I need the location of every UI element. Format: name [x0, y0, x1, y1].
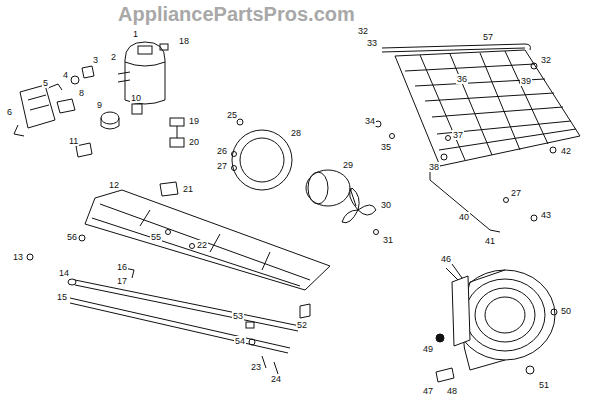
callout-number: 46: [440, 254, 452, 264]
callout-number: 56: [66, 232, 78, 242]
callout-number: 39: [520, 76, 532, 86]
callout-number: 26: [216, 146, 228, 156]
callout-number: 43: [540, 210, 552, 220]
callout-number: 6: [6, 107, 13, 117]
callout-number: 21: [182, 184, 194, 194]
callout-number: 51: [538, 380, 550, 390]
callout-number: 19: [188, 116, 200, 126]
callout-number: 53: [232, 311, 244, 321]
callout-number: 4: [62, 70, 69, 80]
callout-number: 29: [342, 160, 354, 170]
callout-number: 31: [382, 235, 394, 245]
callout-number: 42: [560, 146, 572, 156]
callout-number: 1: [132, 29, 139, 39]
callout-number: 36: [456, 74, 468, 84]
callout-number: 25: [226, 110, 238, 120]
callout-number: 28: [290, 128, 302, 138]
callout-number: 16: [116, 262, 128, 272]
callout-number: 32: [540, 55, 552, 65]
callout-number: 38: [428, 162, 440, 172]
callout-number: 34: [364, 116, 376, 126]
callout-number: 12: [108, 180, 120, 190]
callout-number: 13: [12, 252, 24, 262]
callout-number: 48: [446, 386, 458, 396]
callout-number: 24: [270, 374, 282, 384]
callout-number: 40: [458, 212, 470, 222]
callout-number: 47: [422, 386, 434, 396]
callout-number: 33: [366, 38, 378, 48]
callout-number: 35: [380, 142, 392, 152]
callout-number: 57: [482, 32, 494, 42]
callout-number: 5: [42, 78, 49, 88]
callout-number: 37: [452, 130, 464, 140]
callout-number: 52: [296, 320, 308, 330]
callout-number: 49: [422, 344, 434, 354]
callout-number: 8: [78, 88, 85, 98]
callout-number: 20: [188, 137, 200, 147]
callout-number: 30: [380, 200, 392, 210]
callout-number: 3: [92, 55, 99, 65]
callout-number: 41: [484, 236, 496, 246]
callout-number: 2: [110, 52, 117, 62]
callout-number: 14: [58, 268, 70, 278]
callout-number: 15: [56, 292, 68, 302]
callout-number: 27: [216, 161, 228, 171]
callout-number: 18: [178, 36, 190, 46]
callout-number: 17: [116, 276, 128, 286]
watermark: AppliancePartsPros.com: [118, 3, 355, 25]
callout-number: 50: [560, 306, 572, 316]
callout-number: 22: [196, 240, 208, 250]
callout-number: 11: [68, 136, 79, 146]
callout-number: 32: [357, 26, 369, 36]
callout-number: 54: [234, 336, 246, 346]
callout-number: 27: [510, 188, 522, 198]
callout-number: 10: [130, 93, 142, 103]
callout-number: 9: [96, 100, 103, 110]
callout-number: 23: [250, 362, 262, 372]
callout-number: 55: [150, 232, 162, 242]
